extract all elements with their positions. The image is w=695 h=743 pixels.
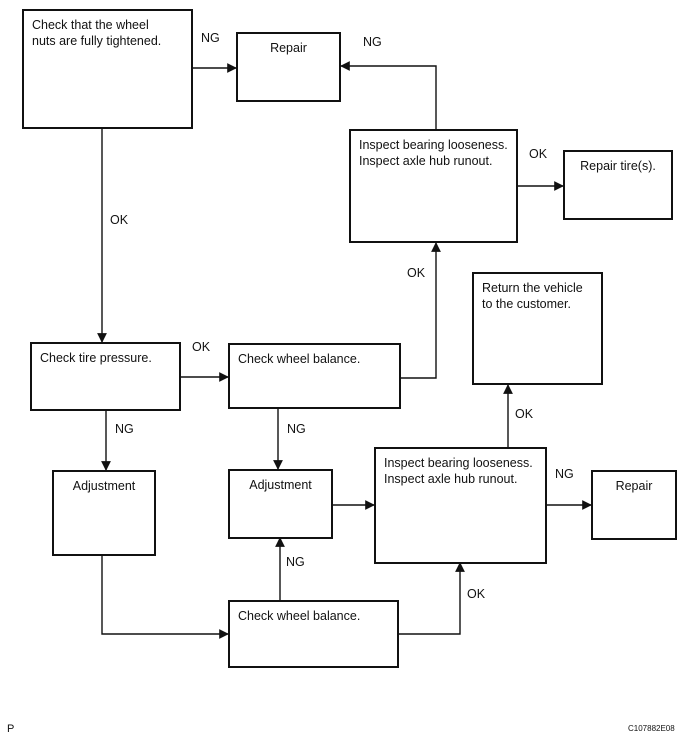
arrow-balance-to-inspect bbox=[400, 242, 441, 379]
label-ok-balance2-inspect: OK bbox=[467, 587, 486, 601]
label-ok-pressure-balance: OK bbox=[192, 340, 211, 354]
label-ok-inspect-tires: OK bbox=[529, 147, 548, 161]
arrow-inspect-to-repair bbox=[340, 61, 437, 130]
box-inspect-bearing-bottom: Inspect bearing looseness. Inspect axle … bbox=[374, 447, 547, 564]
footer-page-letter: P bbox=[7, 723, 15, 735]
label-ng-pressure-adjust: NG bbox=[115, 422, 134, 436]
label-ok-nuts-pressure: OK bbox=[110, 213, 129, 227]
box-repair-top: Repair bbox=[236, 32, 341, 102]
arrow-adjust-to-balance2 bbox=[101, 555, 229, 639]
box-repair-tires: Repair tire(s). bbox=[563, 150, 673, 220]
footer-figure-code: C107882E08 bbox=[628, 724, 675, 733]
box-return-vehicle: Return the vehicle to the customer. bbox=[472, 272, 603, 385]
box-adjustment-middle: Adjustment bbox=[228, 469, 333, 539]
box-check-wheel-balance-2: Check wheel balance. bbox=[228, 600, 399, 668]
label-ng-inspect-repair: NG bbox=[363, 35, 382, 49]
box-inspect-bearing-top: Inspect bearing looseness. Inspect axle … bbox=[349, 129, 518, 243]
box-adjustment-left: Adjustment bbox=[52, 470, 156, 556]
label-ng-balance2-adjust: NG bbox=[286, 555, 305, 569]
box-check-tire-pressure: Check tire pressure. bbox=[30, 342, 181, 411]
box-check-wheel-balance-1: Check wheel balance. bbox=[228, 343, 401, 409]
box-check-wheel-nuts: Check that the wheel nuts are fully tigh… bbox=[22, 9, 193, 129]
label-ng-inspect-repair2: NG bbox=[555, 467, 574, 481]
arrow-balance2-to-inspect bbox=[398, 562, 465, 635]
label-ok-inspect-return: OK bbox=[515, 407, 534, 421]
box-repair-bottom: Repair bbox=[591, 470, 677, 540]
label-ng-balance-adjust: NG bbox=[287, 422, 306, 436]
label-ok-balance-inspect: OK bbox=[407, 266, 426, 280]
label-ng-nuts-repair: NG bbox=[201, 31, 220, 45]
